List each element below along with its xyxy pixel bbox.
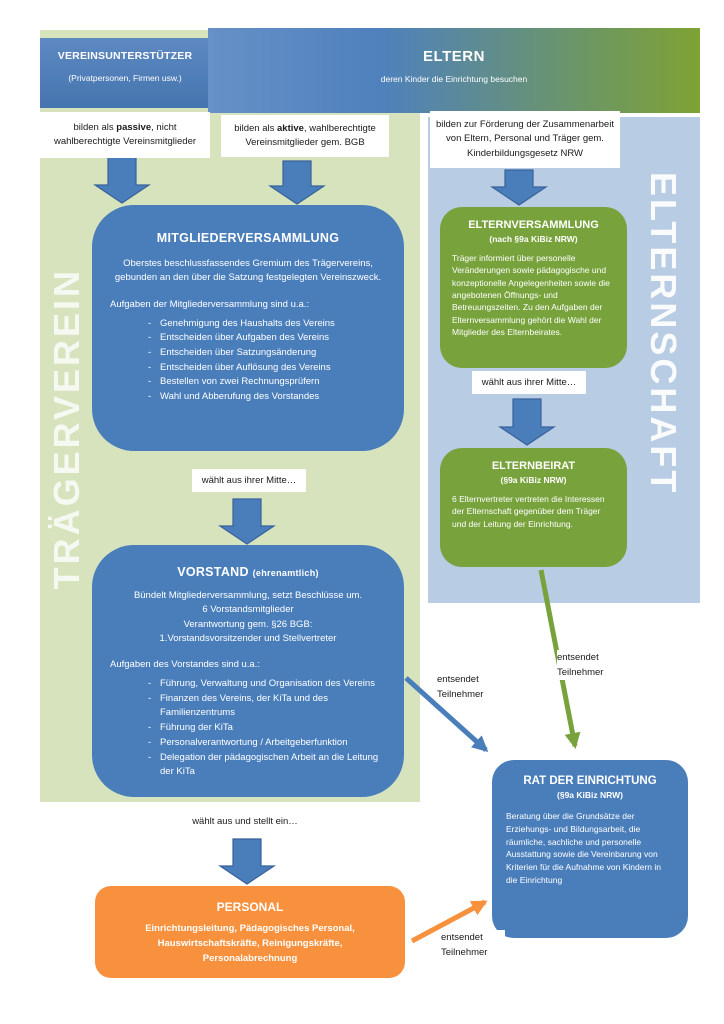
vereinsunterstuetzer-subtitle: (Privatpersonen, Firmen usw.) [68, 73, 182, 83]
elternbeirat-subtitle: (§9a KiBiz NRW) [500, 475, 567, 485]
arrow-mitgliederversammlung-to-vorstand [218, 498, 276, 545]
vorstand-info-line: 1.Vorstandsvorsitzender und Stellvertret… [159, 632, 337, 644]
elternbeirat-desc: 6 Elternvertreter vertreten die Interess… [452, 494, 605, 529]
elternversammlung-box: ELTERNVERSAMMLUNG (nach §9a KiBiz NRW) T… [440, 207, 627, 368]
elternversammlung-subtitle: (nach §9a KiBiz NRW) [489, 234, 578, 244]
vorstand-title: VORSTAND (ehrenamtlich) [110, 565, 386, 579]
task-item: Entscheiden über Aufgaben des Vereins [148, 331, 386, 346]
vorstand-box: VORSTAND (ehrenamtlich) Bündelt Mitglied… [92, 545, 404, 797]
elternversammlung-desc: Träger informiert über personelle Veränd… [452, 253, 610, 337]
elternbeirat-title: ELTERNBEIRAT [491, 460, 576, 472]
vorstand-tasks-list: Führung, Verwaltung und Organisation des… [110, 677, 386, 780]
personal-box: PERSONAL Einrichtungsleitung, Pädagogisc… [95, 886, 405, 978]
vorstand-info-lines: Bündelt Mitgliederversammlung, setzt Bes… [110, 589, 386, 646]
mitgliederversammlung-box: MITGLIEDERVERSAMMLUNG Oberstes beschluss… [92, 205, 404, 451]
eltern-subtitle: deren Kinder die Einrichtung besuchen [380, 74, 528, 84]
arrow-eltern-to-elternversammlung [490, 169, 548, 206]
vorstand-info-line: Bündelt Mitgliederversammlung, setzt Bes… [133, 590, 363, 601]
arrow-eltern-to-mitgliederversammlung [268, 160, 326, 205]
waehlt-stellt-ein-label: wählt aus und stellt ein… [182, 810, 308, 833]
rat-title: RAT DER EINRICHTUNG [523, 775, 657, 787]
vorstand-title-suffix: (ehrenamtlich) [252, 568, 319, 578]
personal-desc: Einrichtungsleitung, Pädagogisches Perso… [145, 923, 355, 965]
note-active-text: bilden als aktive, wahlberechtigte Verei… [234, 122, 376, 148]
mitgliederversammlung-tasks-list: Genehmigung des Haushalts des VereinsEnt… [110, 317, 386, 405]
personal-title: PERSONAL [216, 900, 284, 914]
rat-desc: Beratung über die Grundsätze der Erziehu… [506, 811, 661, 885]
elternversammlung-title: ELTERNVERSAMMLUNG [468, 219, 599, 231]
task-item: Entscheiden über Auflösung des Vereins [148, 361, 386, 376]
task-item: Führung der KiTa [148, 721, 386, 736]
eltern-box: ELTERN deren Kinder die Einrichtung besu… [208, 28, 700, 113]
task-item: Personalverantwortung / Arbeitgeberfunkt… [148, 736, 386, 751]
task-item: Delegation der pädagogischen Arbeit an d… [148, 751, 386, 780]
vereinsunterstuetzer-box: VEREINSUNTERSTÜTZER (Privatpersonen, Fir… [40, 38, 210, 108]
task-item: Genehmigung des Haushalts des Vereins [148, 317, 386, 332]
entsendet-label-personal: entsendet Teilnehmer [441, 930, 505, 961]
vorstand-tasks-label: Aufgaben des Vorstandes sind u.a.: [110, 659, 260, 670]
task-item: Bestellen von zwei Rechnungsprüfern [148, 375, 386, 390]
note-cooperation: bilden zur Förderung der Zusammenarbeit … [430, 111, 620, 168]
vorstand-info-line: Verantwortung gem. §26 BGB: [183, 618, 313, 630]
elternbeirat-box: ELTERNBEIRAT (§9a KiBiz NRW) 6 Elternver… [440, 448, 627, 567]
note-passive-members: bilden als passive, nicht wahlberechtigt… [40, 112, 210, 158]
eltern-title: ELTERN [423, 48, 485, 65]
mitgliederversammlung-tasks-label: Aufgaben der Mitgliederversammlung sind … [110, 298, 310, 310]
rat-subtitle: (§9a KiBiz NRW) [557, 790, 623, 800]
note-passive-text: bilden als passive, nicht wahlberechtigt… [53, 121, 197, 147]
vorstand-info-line: 6 Vorstandsmitglieder [202, 604, 294, 616]
vereinsunterstuetzer-title: VEREINSUNTERSTÜTZER [57, 50, 193, 62]
waehlt-mitte-label-right: wählt aus ihrer Mitte… [472, 371, 586, 394]
connector-personal-to-rat [410, 899, 488, 944]
entsendet-label-elternbeirat: entsendet Teilnehmer [557, 650, 621, 681]
task-item: Führung, Verwaltung und Organisation des… [148, 677, 386, 692]
panel-label-elternschaft: ELTERNSCHAFT [643, 172, 684, 496]
task-item: Entscheiden über Satzungsänderung [148, 346, 386, 361]
task-item: Wahl und Abberufung des Vorstandes [148, 390, 386, 405]
mitgliederversammlung-title: MITGLIEDERVERSAMMLUNG [156, 231, 340, 245]
task-item: Finanzen des Vereins, der KiTa und des F… [148, 692, 386, 721]
entsendet-label-vorstand: entsendet Teilnehmer [437, 672, 501, 703]
note-active-members: bilden als aktive, wahlberechtigte Verei… [221, 115, 389, 157]
vorstand-title-text: VORSTAND [177, 565, 249, 579]
mitgliederversammlung-desc: Oberstes beschlussfassendes Gremium des … [114, 258, 382, 284]
waehlt-mitte-label-left: wählt aus ihrer Mitte… [192, 469, 306, 492]
note-cooperation-text: bilden zur Förderung der Zusammenarbeit … [436, 119, 614, 159]
arrow-unterstuetzer-to-mitgliederversammlung [93, 156, 151, 204]
connector-vorstand-to-rat [404, 676, 489, 753]
rat-der-einrichtung-box: RAT DER EINRICHTUNG (§9a KiBiz NRW) Bera… [492, 760, 688, 938]
arrow-vorstand-to-personal [218, 838, 276, 885]
arrow-elternversammlung-to-elternbeirat [498, 398, 556, 446]
